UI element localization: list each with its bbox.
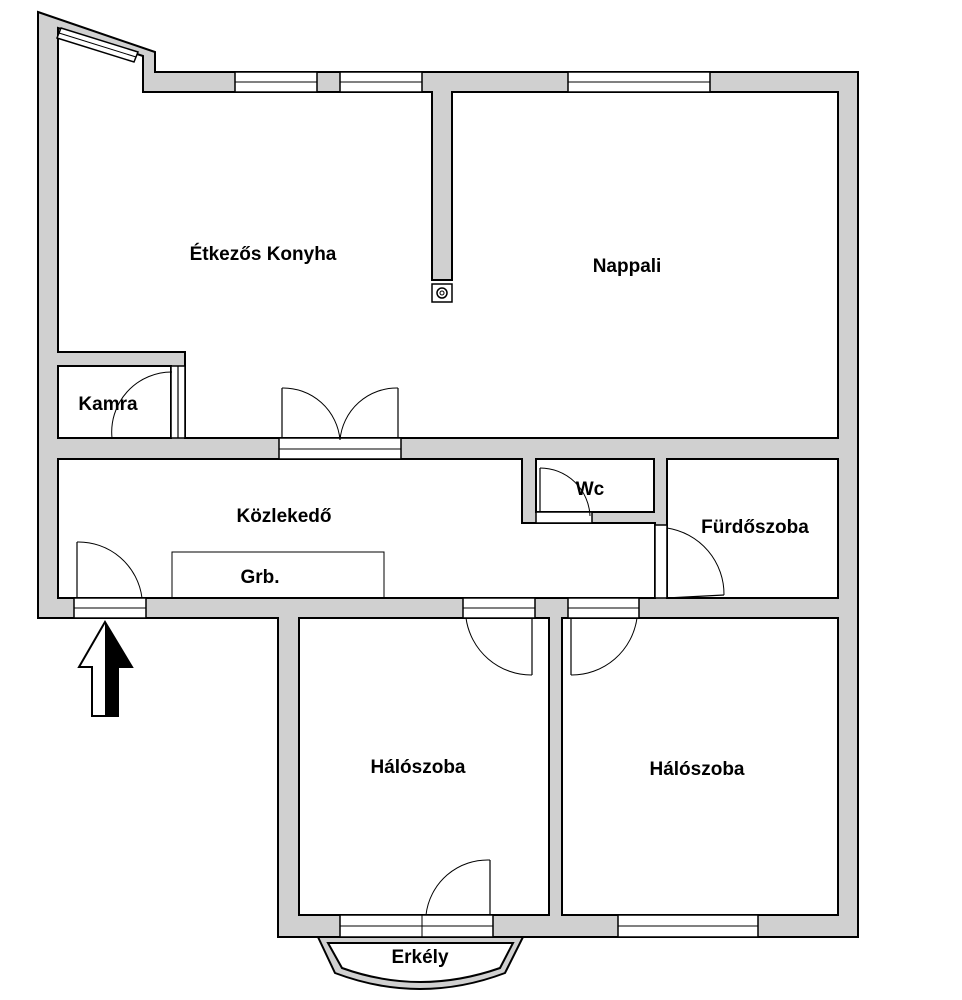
window-kitchen-diagonal — [56, 27, 139, 63]
hall-room — [57, 458, 656, 599]
door-balcony — [425, 859, 491, 916]
label-bedroom-left: Hálószoba — [370, 757, 465, 778]
bedroom-right-room — [561, 617, 839, 916]
window-bedroom-right — [617, 914, 759, 938]
label-hall: Közlekedő — [236, 506, 331, 527]
label-pantry: Kamra — [78, 394, 138, 415]
label-balcony: Erkély — [391, 947, 448, 968]
window-kitchen-2 — [339, 71, 423, 93]
door-pantry — [111, 365, 186, 439]
door-entrance — [73, 541, 147, 619]
door-kitchen-double — [278, 387, 402, 460]
label-bathroom: Fürdőszoba — [701, 517, 809, 538]
label-wc: Wc — [576, 479, 605, 500]
wc-room — [535, 458, 655, 513]
label-kitchen: Étkezős Konyha — [190, 243, 337, 265]
label-bedroom-right: Hálószoba — [649, 759, 744, 780]
door-wc — [535, 467, 593, 524]
chimney-icon — [431, 283, 453, 303]
wardrobe — [171, 551, 385, 599]
label-living: Nappali — [593, 256, 662, 277]
door-bathroom — [654, 524, 725, 599]
window-bedroom-left — [339, 914, 494, 938]
entrance-arrow-icon — [77, 620, 134, 717]
door-bedroom-right — [567, 597, 640, 676]
door-bedroom-left — [462, 597, 536, 676]
bedroom-left-room — [298, 617, 550, 916]
window-living — [567, 71, 711, 93]
kitchen-room — [57, 26, 839, 439]
label-wardrobe: Grb. — [240, 567, 279, 588]
balcony-floor — [326, 942, 515, 983]
window-kitchen-1 — [234, 71, 318, 93]
